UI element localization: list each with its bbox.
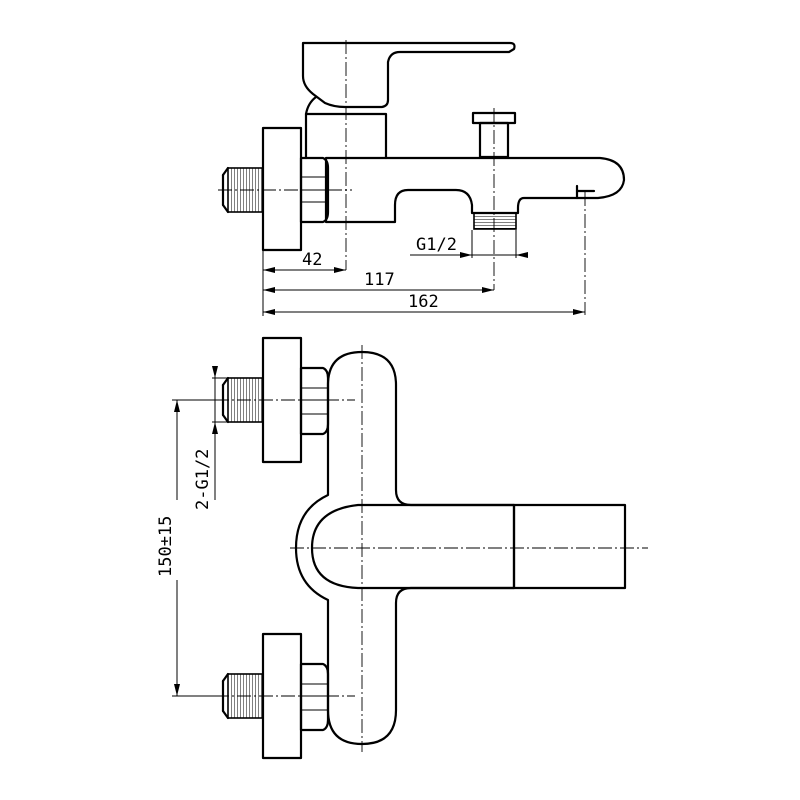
spout-body bbox=[324, 156, 626, 224]
lower-hex-nut bbox=[299, 662, 330, 732]
dim-162-label: 162 bbox=[408, 292, 439, 312]
side-view: 42 117 162 G1/2 bbox=[218, 40, 626, 316]
front-handle-grip bbox=[512, 503, 627, 590]
front-main-body bbox=[294, 350, 516, 746]
front-handle bbox=[310, 503, 516, 590]
dim-2g12-label: 2-G1/2 bbox=[193, 449, 213, 510]
front-view: 2-G1/2 150±15 bbox=[156, 336, 648, 760]
dim-150-label: 150±15 bbox=[156, 516, 176, 577]
side-hex-nut bbox=[299, 156, 330, 224]
dim-42-label: 42 bbox=[302, 250, 322, 270]
upper-hex-nut bbox=[299, 366, 330, 436]
hose-outlet-thread bbox=[473, 212, 517, 230]
cartridge-body bbox=[304, 112, 388, 160]
dim-117-label: 117 bbox=[364, 270, 395, 290]
side-escutcheon-plate bbox=[261, 126, 303, 252]
handle-neck bbox=[304, 95, 318, 116]
dim-g12-label: G1/2 bbox=[416, 235, 457, 255]
handle-lever bbox=[301, 41, 516, 109]
